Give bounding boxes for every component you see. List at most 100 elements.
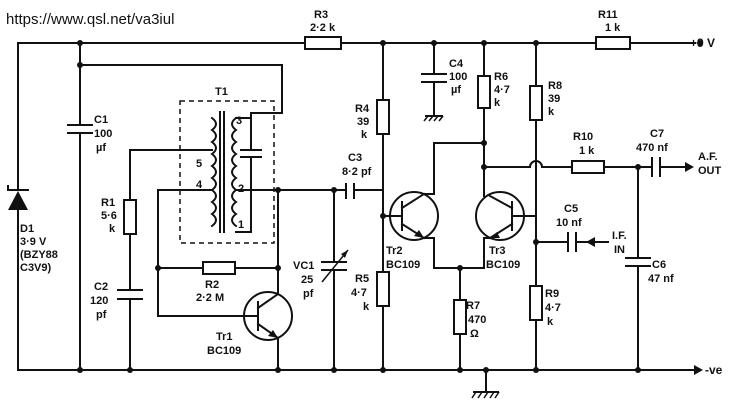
label-ground-rail: -ve [705, 363, 723, 377]
label-c2-value: 120 [90, 295, 108, 307]
capacitor-c7 [651, 157, 694, 177]
label-c1-ref: C1 [94, 114, 108, 126]
resistor-r1 [123, 199, 137, 291]
label-r5-unit: k [363, 301, 370, 313]
label-c7-value: 470 nf [636, 142, 668, 154]
label-c5-ref: C5 [564, 203, 578, 215]
supply-rail-positive [17, 40, 703, 46]
label-r11-ref: R11 [598, 9, 618, 21]
label-c7-ref: C7 [650, 128, 664, 140]
label-r7-value: 470 [468, 314, 486, 326]
capacitor-c6 [625, 166, 651, 371]
capacitor-c4 [421, 42, 447, 122]
label-d1-ref: D1 [20, 223, 34, 235]
label-if-in-1: I.F. [612, 230, 627, 242]
label-r5-value: 4·7 [351, 287, 367, 299]
label-c3-ref: C3 [348, 152, 362, 164]
label-t1-pin4: 4 [196, 179, 203, 191]
resistor-r11 [595, 36, 631, 50]
label-r1-value: 5·6 [101, 210, 117, 222]
label-c4-value: 100 [449, 71, 467, 83]
label-r6-ref: R6 [494, 71, 508, 83]
resistor-r6 [477, 42, 491, 197]
label-r9-unit: k [547, 316, 554, 328]
label-r8-value: 39 [548, 93, 560, 105]
junction-dots [77, 40, 641, 373]
label-d1-part2: C3V9) [20, 262, 52, 274]
label-tr1-ref: Tr1 [216, 331, 233, 343]
resistor-r10 [571, 160, 653, 174]
wire-tr1-base [157, 267, 259, 317]
label-r7-unit: Ω [470, 328, 479, 340]
label-c6-ref: C6 [652, 259, 666, 271]
variable-capacitor-vc1 [321, 189, 349, 371]
label-t1-pin5: 5 [196, 158, 202, 170]
label-r2-value: 2·2 M [196, 292, 224, 304]
label-af-out-2: OUT [698, 165, 722, 177]
label-r1-ref: R1 [101, 197, 115, 209]
label-c5-value: 10 nf [556, 217, 582, 229]
transformer-t1 [179, 100, 275, 244]
label-r7-ref: R7 [466, 300, 480, 312]
label-r2-ref: R2 [205, 279, 219, 291]
label-tr2-ref: Tr2 [386, 245, 403, 257]
url-label: https://www.qsl.net/va3iul [6, 11, 174, 28]
label-r11-value: 1 k [605, 22, 621, 34]
label-c6-value: 47 nf [648, 273, 674, 285]
label-c4-unit: µf [451, 84, 461, 96]
label-r9-value: 4·7 [545, 302, 561, 314]
label-c4-ref: C4 [449, 58, 464, 70]
label-tr1-part: BC109 [207, 345, 241, 357]
capacitor-c2 [117, 289, 143, 371]
label-r6-value: 4·7 [494, 84, 510, 96]
wire-tr2-collector [423, 142, 485, 195]
label-d1-part1: (BZY88 [20, 249, 58, 261]
zener-diode-d1 [7, 42, 29, 371]
label-t1-pin1: 1 [238, 219, 244, 231]
label-vc1-unit: pf [303, 288, 314, 300]
wire-t1-supply [79, 64, 283, 114]
capacitor-c3 [345, 183, 384, 199]
resistor-r5 [376, 271, 390, 371]
label-r4-ref: R4 [355, 103, 370, 115]
label-r10-value: 1 k [579, 145, 595, 157]
label-c3-value: 8·2 pf [342, 166, 372, 178]
capacitor-c1 [67, 42, 93, 371]
resistor-r8 [529, 42, 543, 287]
label-t1: T1 [215, 86, 228, 98]
label-tr3-ref: Tr3 [489, 245, 506, 257]
label-r9-ref: R9 [545, 288, 559, 300]
label-r3-ref: R3 [314, 9, 328, 21]
label-t1-pin3: 3 [236, 115, 242, 127]
label-r8-ref: R8 [548, 80, 562, 92]
label-c1-unit: µf [96, 142, 106, 154]
label-r8-unit: k [548, 106, 555, 118]
resistor-r7 [453, 267, 467, 371]
label-tr2-part: BC109 [386, 259, 420, 271]
label-c2-ref: C2 [94, 281, 108, 293]
label-c1-value: 100 [94, 128, 112, 140]
label-c2-unit: pf [96, 309, 107, 321]
label-r10-ref: R10 [573, 131, 593, 143]
resistor-r9 [529, 285, 543, 371]
wire-t1-pin5 [129, 149, 213, 201]
label-r1-unit: k [109, 223, 116, 235]
label-vc1-value: 25 [301, 274, 313, 286]
wire-t1-pin4 [157, 189, 213, 269]
label-tr3-part: BC109 [486, 259, 520, 271]
ground-symbol [471, 369, 500, 399]
label-d1-voltage: 3·9 V [20, 236, 47, 248]
wire-tr2-emitter [423, 237, 485, 269]
label-plus-9v: +9 V [690, 36, 715, 50]
label-r4-value: 39 [357, 116, 369, 128]
label-t1-pin2: 2 [238, 183, 244, 195]
resistor-r4 [376, 42, 390, 273]
label-if-in-2: IN [614, 244, 625, 256]
resistor-r2 [157, 261, 279, 275]
transistor-tr2 [382, 191, 439, 241]
ground-rail [17, 365, 703, 375]
label-r3-value: 2·2 k [310, 22, 336, 34]
label-r6-unit: k [494, 97, 501, 109]
